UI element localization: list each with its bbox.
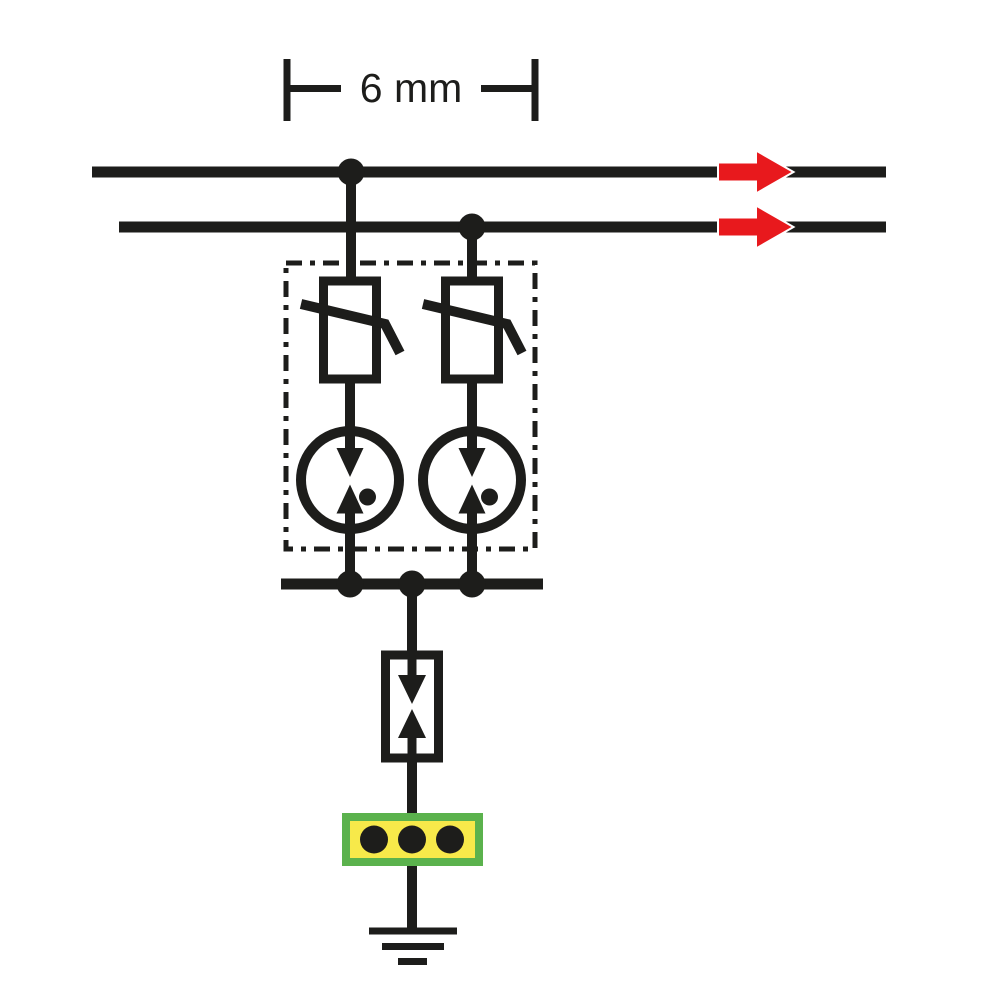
varistor-diagonal-left <box>299 299 405 356</box>
junction-dot-conductor-1 <box>337 158 365 186</box>
spark-gap-up-arrow-left <box>336 484 364 514</box>
varistor-diagonal-right <box>421 299 527 356</box>
isolating-spark-gap-up-arrow <box>398 709 426 738</box>
isolating-spark-gap-down-arrow <box>398 675 426 704</box>
trigger-dot-right <box>481 488 498 506</box>
junction-dot-conductor-2 <box>458 213 486 241</box>
device-boundary-box <box>283 260 538 552</box>
pe-terminal-contact-2 <box>398 825 426 854</box>
pe-terminal-contact-3 <box>436 825 464 854</box>
pe-terminal-block <box>342 813 483 866</box>
protection-branch-left <box>296 276 405 584</box>
pe-terminal-contact-1 <box>360 825 388 854</box>
varistor-body-left <box>319 276 381 384</box>
trigger-dot-left <box>359 488 376 506</box>
dimension-label: 6 mm <box>360 65 463 111</box>
dimension-annotation: 6 mm <box>283 59 539 121</box>
bus-junction-dot-left <box>336 570 364 598</box>
spark-gap-down-arrow-left <box>336 448 364 477</box>
isolating-spark-gap <box>381 650 443 763</box>
varistor-body-right <box>441 276 503 384</box>
spark-gap-up-arrow-right <box>458 484 486 514</box>
protection-branch-right <box>418 276 527 584</box>
earth-ground-symbol <box>369 927 457 965</box>
bus-junction-dot-right <box>458 570 486 598</box>
current-direction-arrow-1 <box>717 148 796 196</box>
spark-gap-down-arrow-right <box>458 448 486 477</box>
current-direction-arrow-2 <box>717 203 796 251</box>
